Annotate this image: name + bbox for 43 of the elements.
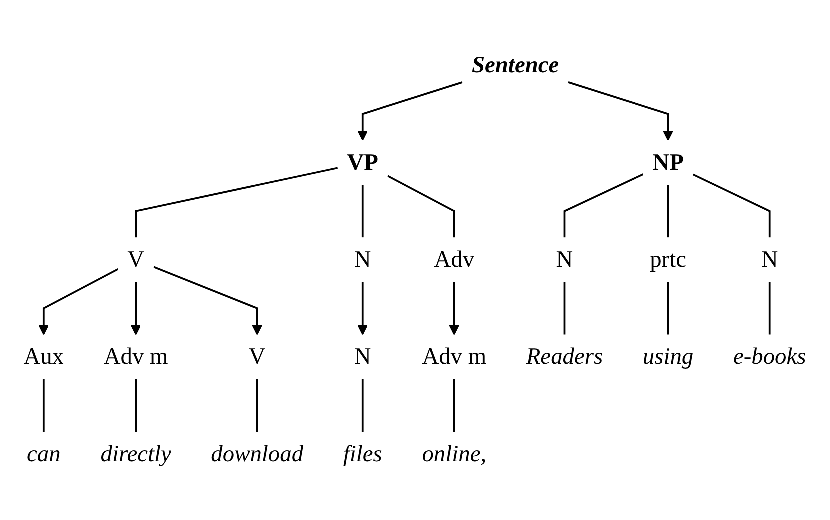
node-text: V (128, 247, 145, 273)
node-text: can (26, 441, 61, 468)
connector (42, 379, 45, 432)
arrow (38, 268, 119, 336)
node-text: Aux (24, 344, 64, 370)
node-text: N (354, 247, 372, 273)
node-text: using (642, 344, 694, 370)
node-text: e-books (733, 344, 806, 370)
connector (768, 282, 771, 335)
node-text: directly (100, 441, 172, 468)
connector (667, 282, 670, 335)
node-text: N (556, 247, 574, 273)
node-text: V (248, 344, 266, 370)
connector (135, 379, 137, 432)
arrow (358, 82, 463, 142)
arrow (568, 82, 674, 142)
node-text: N (761, 247, 778, 273)
connector (564, 282, 566, 335)
connector (667, 185, 670, 238)
connector (692, 174, 771, 238)
connector (135, 167, 338, 238)
connector (362, 379, 364, 432)
node-text: Adv m (104, 344, 168, 370)
node-text: Adv m (422, 344, 487, 370)
node-text: download (211, 441, 304, 468)
node-text: VP (347, 150, 378, 176)
node-text: prtc (650, 247, 686, 273)
arrow (130, 282, 142, 336)
connector (387, 175, 456, 238)
node-text: online, (422, 441, 487, 468)
node-text: N (354, 344, 372, 370)
node-text: Readers (526, 344, 604, 370)
connector (453, 379, 456, 432)
connector (564, 174, 644, 238)
node-text: Sentence (472, 52, 560, 79)
connector (256, 379, 258, 432)
connector (362, 185, 364, 238)
node-text: Adv (434, 247, 475, 273)
node-text: files (343, 441, 382, 468)
arrow (449, 282, 460, 336)
arrow (358, 282, 368, 336)
arrow (154, 266, 263, 336)
node-text: NP (652, 150, 684, 176)
